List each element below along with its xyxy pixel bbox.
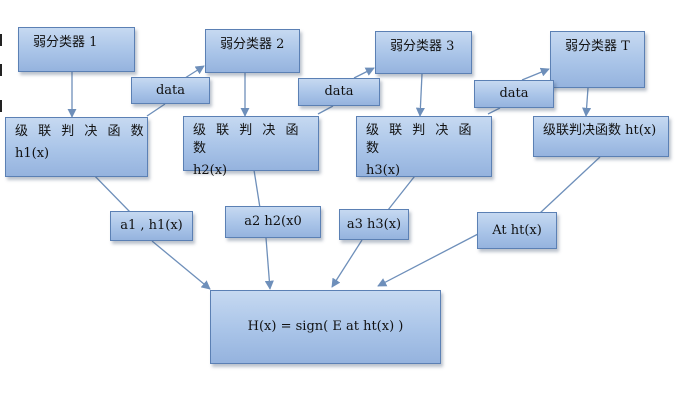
weight-box-1: a1 , h1(x) — [110, 211, 193, 241]
weight-label: a2 h2(x0 — [244, 214, 302, 229]
weight-label: At ht(x) — [492, 222, 542, 238]
decision-function-formula: h2(x) — [193, 163, 228, 178]
decision-function-t: 级联判决函数 ht(x) — [533, 116, 669, 157]
arrow-weight4-to-final — [377, 233, 479, 287]
final-classifier: H(x) = sign( E at ht(x) ) — [210, 290, 441, 364]
decision-function-title: 级联判决函数 ht(x) — [543, 123, 657, 138]
arrow-weight2-to-final — [264, 237, 274, 290]
left-edge-marks — [0, 0, 4, 408]
data-box-1: data — [131, 77, 210, 104]
data-box-3: data — [474, 80, 554, 108]
decision-function-3: 级 联 判 决 函 数 h3(x) — [356, 116, 492, 178]
arrow-data1-to-wc2 — [184, 65, 205, 79]
data-label: data — [324, 84, 354, 99]
weight-box-2: a2 h2(x0 — [225, 206, 321, 238]
decision-function-title: 级 联 判 决 函 数 — [366, 123, 475, 156]
line-df1-to-data1 — [146, 103, 166, 117]
weight-box-3: a3 h3(x) — [339, 209, 409, 240]
weight-label: a1 , h1(x) — [120, 218, 183, 233]
weight-label: a3 h3(x) — [346, 216, 402, 232]
weak-classifier-2: 弱分类器 2 — [205, 29, 300, 73]
arrow-wc3-to-df3 — [415, 73, 425, 117]
data-box-2: data — [298, 78, 380, 106]
data-label: data — [155, 82, 186, 98]
weak-classifier-1: 弱分类器 1 — [18, 27, 135, 72]
arrow-weight3-to-final — [331, 239, 363, 288]
arrow-weight1-to-final — [151, 240, 211, 290]
decision-function-title: 级 联 判 决 函 数 — [193, 123, 302, 156]
weak-classifier-label: 弱分类器 3 — [390, 39, 455, 54]
line-df2-to-weight2 — [253, 169, 261, 209]
weak-classifier-3: 弱分类器 3 — [375, 31, 472, 74]
data-label: data — [499, 86, 529, 101]
weak-classifier-label: 弱分类器 2 — [220, 37, 285, 52]
arrow-data2-to-wc3 — [353, 67, 375, 79]
decision-function-1: 级 联 判 决 函 数 h1(x) — [5, 117, 148, 177]
decision-function-2: 级 联 判 决 函 数 h2(x) — [183, 116, 319, 178]
weak-classifier-label: 弱分类器 T — [565, 39, 630, 54]
line-dft-to-weight4 — [539, 156, 601, 214]
line-df2-to-data2 — [317, 105, 334, 115]
final-formula: H(x) = sign( E at ht(x) ) — [247, 319, 404, 334]
decision-function-formula: h1(x) — [15, 146, 50, 161]
arrow-data3-to-wct — [521, 67, 550, 81]
decision-function-formula: h3(x) — [366, 163, 401, 178]
arrow-wct-to-dft — [582, 87, 592, 117]
weight-box-4: At ht(x) — [477, 212, 557, 249]
decision-function-title: 级 联 判 决 函 数 — [15, 124, 147, 139]
weak-classifier-label: 弱分类器 1 — [33, 35, 98, 50]
line-df3-to-data3 — [487, 107, 501, 115]
weak-classifier-t: 弱分类器 T — [550, 31, 645, 88]
line-df3-to-weight3 — [387, 171, 419, 211]
